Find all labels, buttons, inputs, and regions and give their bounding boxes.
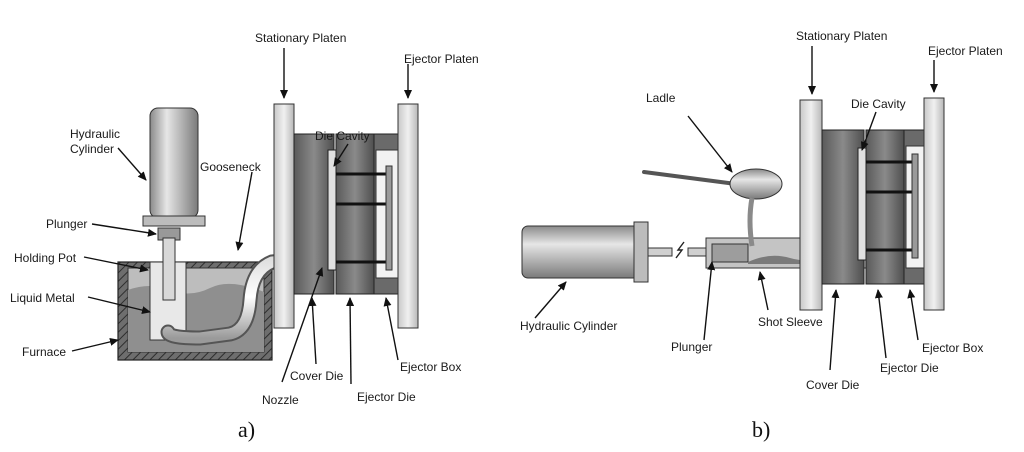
panel-a: Stationary Platen Ejector Platen Hydraul… [10, 31, 479, 442]
label-a-nozzle: Nozzle [262, 393, 299, 407]
label-a-die-cavity: Die Cavity [315, 129, 370, 143]
b-stationary-platen-shape [799, 99, 823, 311]
label-a-furnace: Furnace [22, 345, 66, 359]
die-cavity-shape [327, 149, 337, 271]
b-ladle-bowl [729, 168, 783, 200]
b-break-mark [675, 241, 685, 259]
label-a-stationary-platen: Stationary Platen [255, 31, 346, 45]
b-ejector-platen-shape [923, 97, 945, 311]
label-b-cover-die: Cover Die [806, 378, 860, 392]
label-b-hydraulic-cylinder: Hydraulic Cylinder [520, 319, 617, 333]
gooseneck-pipe-shape [162, 250, 336, 344]
label-a-hydraulic-line1: Hydraulic [70, 127, 120, 141]
ejector-die-shape [335, 133, 375, 295]
b-cylinder-flange-shape [633, 221, 649, 283]
b-ladle-handle [642, 170, 738, 186]
caption-a: a) [238, 417, 255, 442]
b-die-cavity-shape [857, 147, 867, 261]
label-b-die-cavity: Die Cavity [851, 97, 906, 111]
label-b-shot-sleeve: Shot Sleeve [758, 315, 823, 329]
cylinder-base-shape [142, 215, 206, 227]
label-a-cover-die: Cover Die [290, 369, 344, 383]
label-b-ejector-platen: Ejector Platen [928, 44, 1003, 58]
label-a-gooseneck: Gooseneck [200, 160, 262, 174]
b-plunger-shape [711, 243, 749, 263]
b-ejector-die-shape [865, 129, 905, 285]
label-a-ejector-platen: Ejector Platen [404, 52, 479, 66]
label-a-ejector-die: Ejector Die [357, 390, 416, 404]
label-b-ejector-die: Ejector Die [880, 361, 939, 375]
label-b-stationary-platen: Stationary Platen [796, 29, 887, 43]
b-pour-stream [747, 197, 755, 247]
label-b-plunger: Plunger [671, 340, 712, 354]
b-rod-left [647, 247, 673, 257]
b-cover-die-shape [821, 129, 865, 285]
label-b-ladle: Ladle [646, 91, 676, 105]
hydraulic-cylinder-shape [149, 107, 199, 219]
ejector-platen-shape [397, 103, 419, 329]
label-a-liquid-metal: Liquid Metal [10, 291, 75, 305]
stationary-platen-shape [273, 103, 295, 329]
b-hydraulic-cylinder-shape [521, 225, 641, 279]
label-a-holding-pot: Holding Pot [14, 251, 77, 265]
label-a-hydraulic-line2: Cylinder [70, 142, 114, 156]
panel-b: Stationary Platen Ejector Platen Ladle D… [520, 29, 1003, 442]
label-b-ejector-box: Ejector Box [922, 341, 983, 355]
label-a-plunger: Plunger [46, 217, 87, 231]
label-a-ejector-box: Ejector Box [400, 360, 461, 374]
plunger-rod-shape [162, 237, 176, 301]
caption-b: b) [752, 417, 770, 442]
